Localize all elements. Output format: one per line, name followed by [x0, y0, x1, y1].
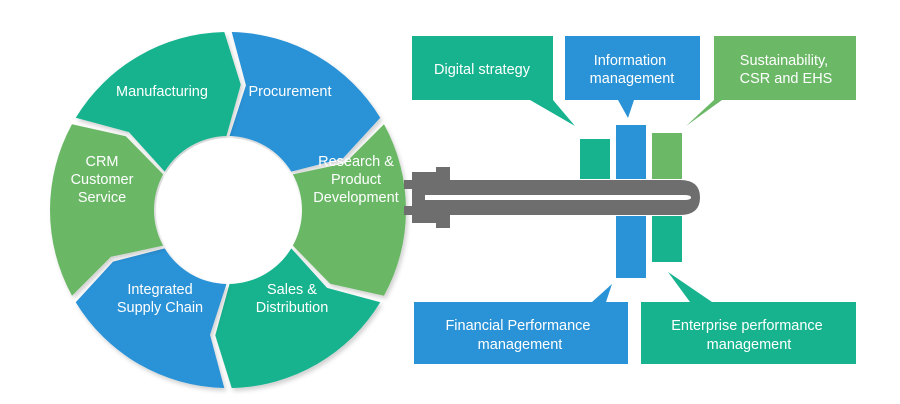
key-bit-digital [580, 139, 610, 179]
callout-sustainability: Sustainability, CSR and EHS [686, 36, 856, 126]
cycle-label-sales: Sales &Distribution [256, 282, 329, 316]
callout-enterprise-performance-label: Enterprise performance management [671, 318, 827, 353]
cycle-segment-manufacturing [75, 32, 241, 172]
callout-information-management: Information management [565, 36, 700, 118]
key-slot [425, 195, 691, 200]
key-bits [580, 125, 682, 278]
key-bit-enterprise [652, 216, 682, 262]
cycle-segment-sales [215, 248, 381, 388]
callout-sustainability-label: Sustainability, CSR and EHS [740, 53, 833, 87]
cycle-center-hole [156, 138, 300, 282]
cycle-segment-procurement [229, 32, 381, 172]
callout-financial-performance-label: Financial Performance management [445, 318, 594, 353]
cycle-label-procurement: Procurement [248, 84, 331, 100]
key-bit-financial [616, 216, 646, 278]
key-bit-information [616, 125, 646, 179]
cycle-segment-research [292, 124, 406, 296]
callout-digital-strategy: Digital strategy [412, 36, 575, 126]
callout-digital-strategy-label: Digital strategy [434, 62, 531, 78]
process-cycle-wheel [49, 32, 406, 388]
cycle-segment-crm [49, 124, 164, 296]
key-bit-sustainability [652, 133, 682, 179]
key-icon [404, 167, 700, 228]
callout-enterprise-performance: Enterprise performance management [641, 272, 856, 364]
callout-financial-performance: Financial Performance management [414, 284, 628, 364]
callout-information-management-label: Information management [590, 53, 675, 87]
cycle-segment-supply-chain [75, 248, 227, 388]
cycle-label-manufacturing: Manufacturing [116, 84, 208, 100]
